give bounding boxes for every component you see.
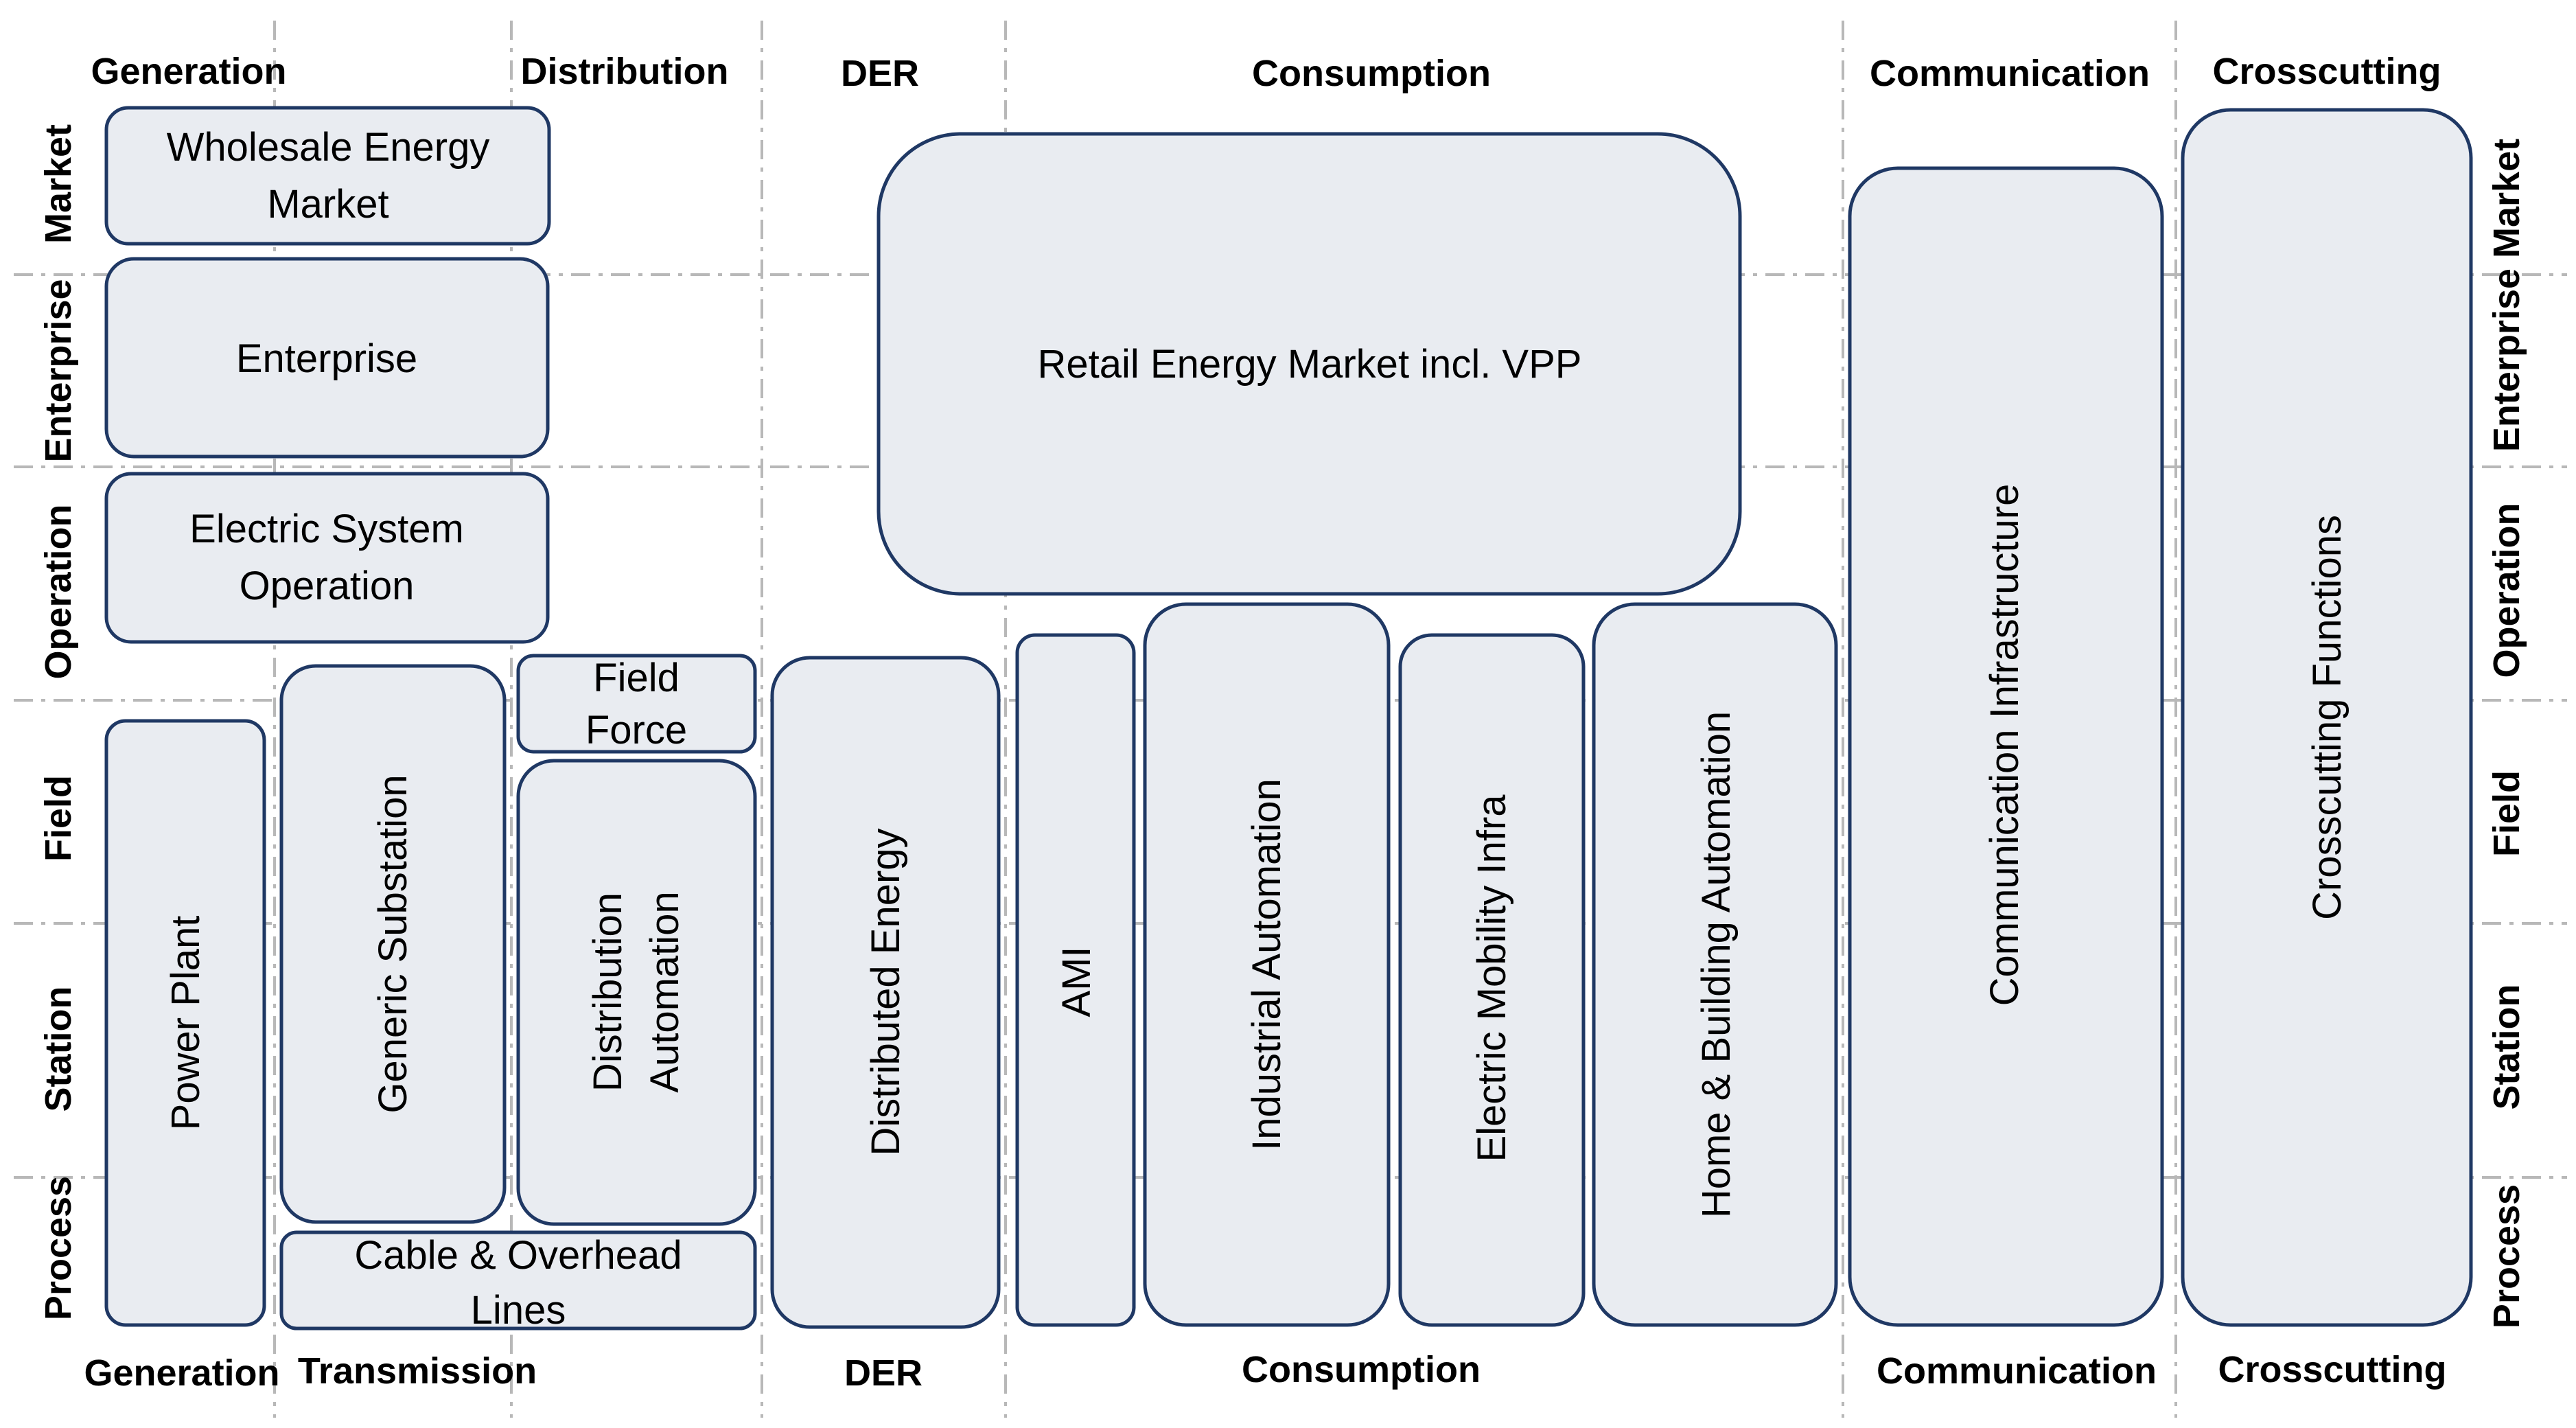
home-building-automation-box [1592,602,1838,1327]
right-zone-field: Field [2486,770,2527,857]
top-label-communication: Communication [1870,53,2150,94]
enterprise-box [104,257,550,459]
bottom-label-transmission: Transmission [298,1350,537,1392]
home-building-automation-label: Home & Building Automation [1694,711,1739,1218]
top-label-distribution: Distribution [521,51,729,92]
retail-energy-market-box [877,132,1742,596]
top-label-consumption: Consumption [1252,53,1491,94]
electric-system-operation-label-line2: Operation [240,564,415,608]
wholesale-energy-market-label-line1: Wholesale Energy [167,125,490,170]
boxes [104,106,2473,1331]
box-labels-horizontal: Wholesale Energy Market Enterprise Elect… [167,125,1582,1333]
left-zone-labels: Market Enterprise Operation Field Statio… [38,124,79,1320]
bottom-label-der: DER [844,1352,923,1394]
top-label-generation: Generation [91,51,286,92]
right-zone-enterprise-market: Enterprise Market [2486,139,2527,452]
cable-overhead-lines-box [279,1230,757,1331]
distribution-automation-label-line2: Automation [642,891,687,1092]
crosscutting-functions-box [2181,108,2473,1327]
bottom-label-generation: Generation [84,1352,279,1394]
right-zone-labels: Enterprise Market Operation Field Statio… [2486,139,2527,1328]
industrial-automation-label: Industrial Automation [1244,779,1289,1151]
left-zone-process: Process [38,1176,79,1320]
field-force-label-line1: Field [593,656,680,700]
distribution-automation-label-line1: Distribution [585,892,630,1092]
wholesale-energy-market-box [104,106,551,246]
ami-label: AMI [1054,946,1099,1017]
top-labels: Generation Distribution DER Consumption … [91,51,2441,94]
distributed-energy-box [770,656,1001,1329]
top-label-der: DER [841,53,919,94]
left-zone-field: Field [38,775,79,862]
enterprise-label: Enterprise [236,336,417,381]
electric-system-operation-box [104,472,550,644]
bottom-label-communication: Communication [1877,1350,2157,1392]
left-zone-station: Station [38,987,79,1112]
retail-energy-market-label: Retail Energy Market incl. VPP [1038,342,1582,387]
industrial-automation-box [1143,602,1391,1327]
distribution-automation-box [516,759,757,1226]
power-plant-box [104,719,266,1327]
right-zone-process: Process [2486,1184,2527,1328]
communication-infrastructure-box [1848,166,2164,1327]
distributed-energy-label: Distributed Energy [863,828,908,1155]
cable-overhead-lines-label-line2: Lines [471,1288,566,1333]
bottom-label-crosscutting: Crosscutting [2218,1349,2446,1390]
wholesale-energy-market-label-line2: Market [267,182,388,227]
cable-overhead-lines-label-line1: Cable & Overhead [354,1233,682,1278]
bottom-label-consumption: Consumption [1242,1349,1481,1390]
left-zone-enterprise: Enterprise [38,279,79,462]
power-plant-label: Power Plant [163,916,208,1131]
electric-mobility-box [1398,633,1586,1327]
field-force-label-line2: Force [585,708,687,752]
ami-box [1015,633,1136,1327]
communication-infrastructure-label: Communication Infrastructure [1982,484,2027,1006]
generic-substation-box [279,664,507,1224]
right-zone-station: Station [2486,984,2527,1110]
box-labels-vertical: Power Plant Generic Substation Distribut… [163,484,2349,1219]
right-zone-operation: Operation [2486,503,2527,678]
electric-mobility-label: Electric Mobility Infra [1470,794,1514,1162]
left-zone-operation: Operation [38,504,79,679]
generic-substation-label: Generic Substation [371,774,415,1113]
crosscutting-functions-label: Crosscutting Functions [2305,515,2349,920]
field-force-box [516,654,757,754]
left-zone-market: Market [38,124,79,244]
bottom-labels: Generation Transmission DER Consumption … [84,1349,2446,1394]
top-label-crosscutting: Crosscutting [2212,51,2441,92]
electric-system-operation-label-line1: Electric System [189,507,464,551]
